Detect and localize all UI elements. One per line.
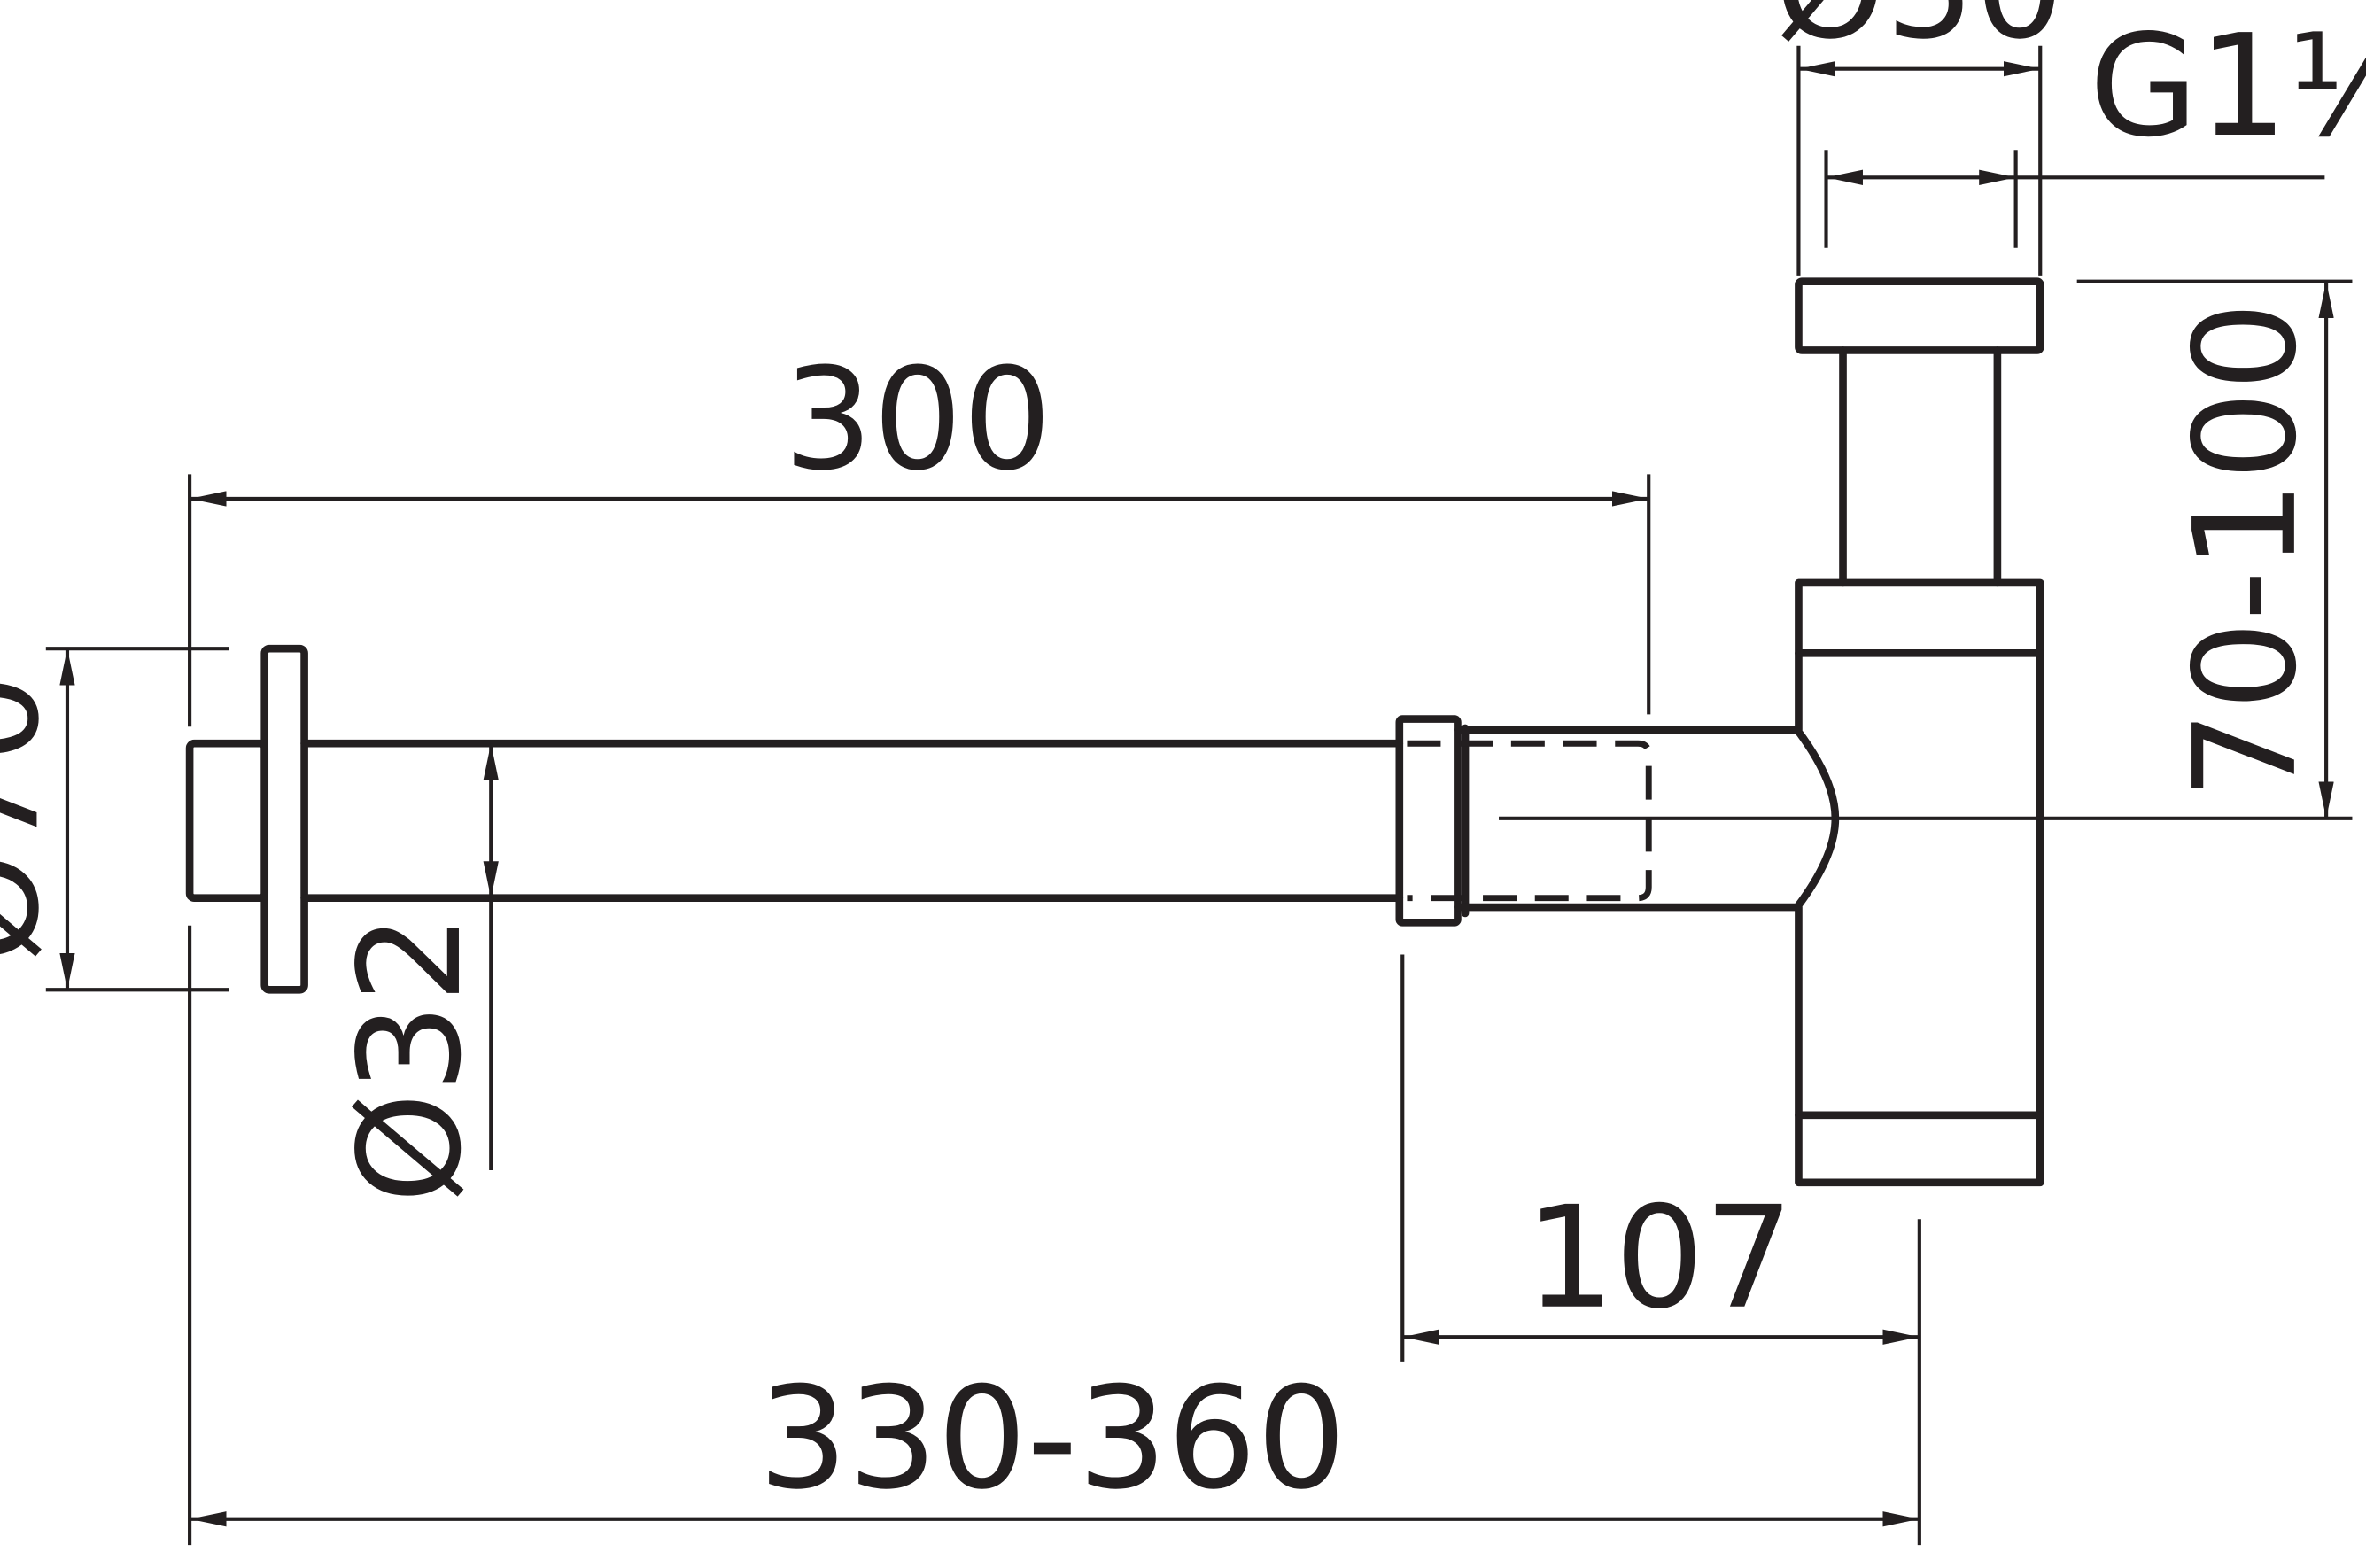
label-pipe-length: 300 (783, 338, 1051, 501)
label-thread-size: G1¼" (2089, 5, 2366, 168)
dimension-lines (59, 61, 2334, 1527)
label-top-diameter: Ø50 (1774, 0, 2064, 70)
wall-flange (260, 644, 308, 994)
label-overall-length: 330-360 (758, 1357, 1346, 1520)
label-trap-offset: 107 (1525, 1177, 1794, 1340)
label-pipe-diameter: Ø32 (330, 913, 493, 1203)
wall-flange-cap (185, 739, 269, 902)
trap-parts (185, 277, 2044, 1187)
hidden-pipe-end (1407, 740, 1652, 902)
top-cap (1795, 277, 2044, 354)
outlet-pipe (300, 739, 1404, 902)
extension-lines (45, 45, 2353, 1546)
pipe-nut (1395, 715, 1462, 927)
bottle-body (1795, 578, 2044, 1187)
label-height-range: 70-100 (2165, 301, 2328, 800)
dimension-labels: 300 330-360 107 Ø70 Ø32 Ø50 G1¼" 70-100 (0, 0, 2366, 1520)
label-wall-flange-diameter: Ø70 (0, 673, 70, 963)
inlet-tube (1839, 346, 2002, 587)
